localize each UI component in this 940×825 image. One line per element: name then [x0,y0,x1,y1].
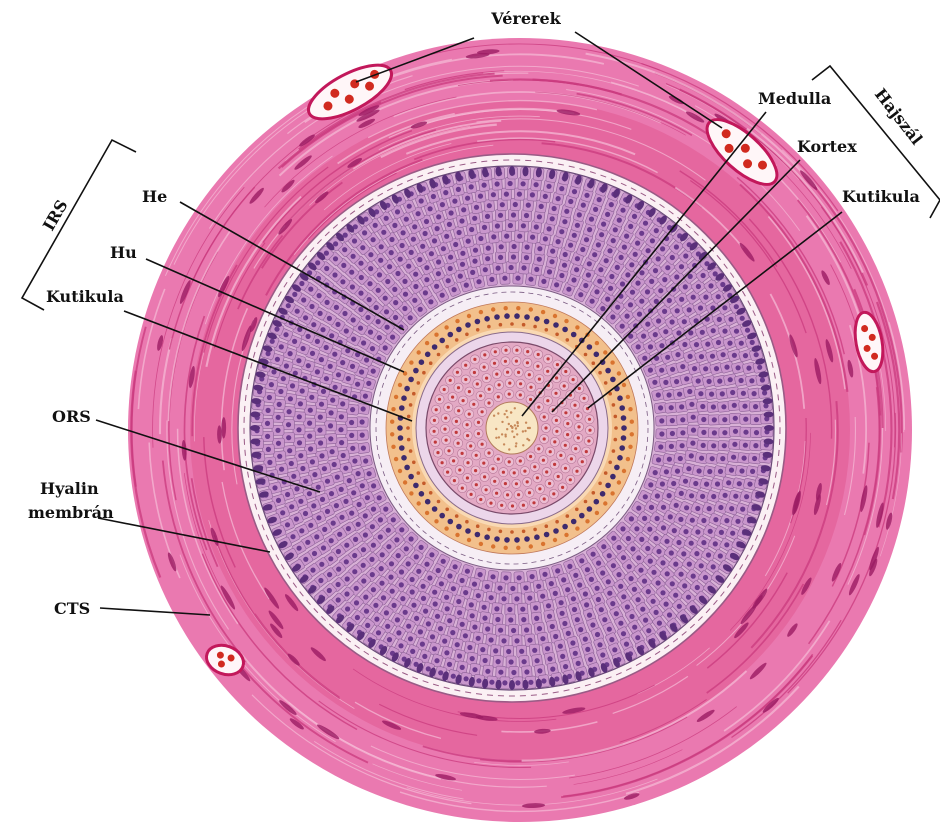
label-ors: ORS [52,407,91,426]
label-he: He [142,187,167,206]
label-medulla: Medulla [758,89,831,108]
label-kutikula-irs: Kutikula [46,287,124,306]
label-membran: membrán [28,503,114,522]
label-kutikula-hair: Kutikula [842,187,920,206]
label-kortex: Kortex [797,137,857,156]
label-vererek: Vérerek [490,9,561,28]
label-irs: IRS [39,196,72,234]
label-hyalin: Hyalin [40,479,99,498]
label-hajszal: Hajszál [871,85,926,149]
label-hu: Hu [110,243,137,262]
label-cts: CTS [54,599,90,618]
hair-medulla [486,402,538,454]
